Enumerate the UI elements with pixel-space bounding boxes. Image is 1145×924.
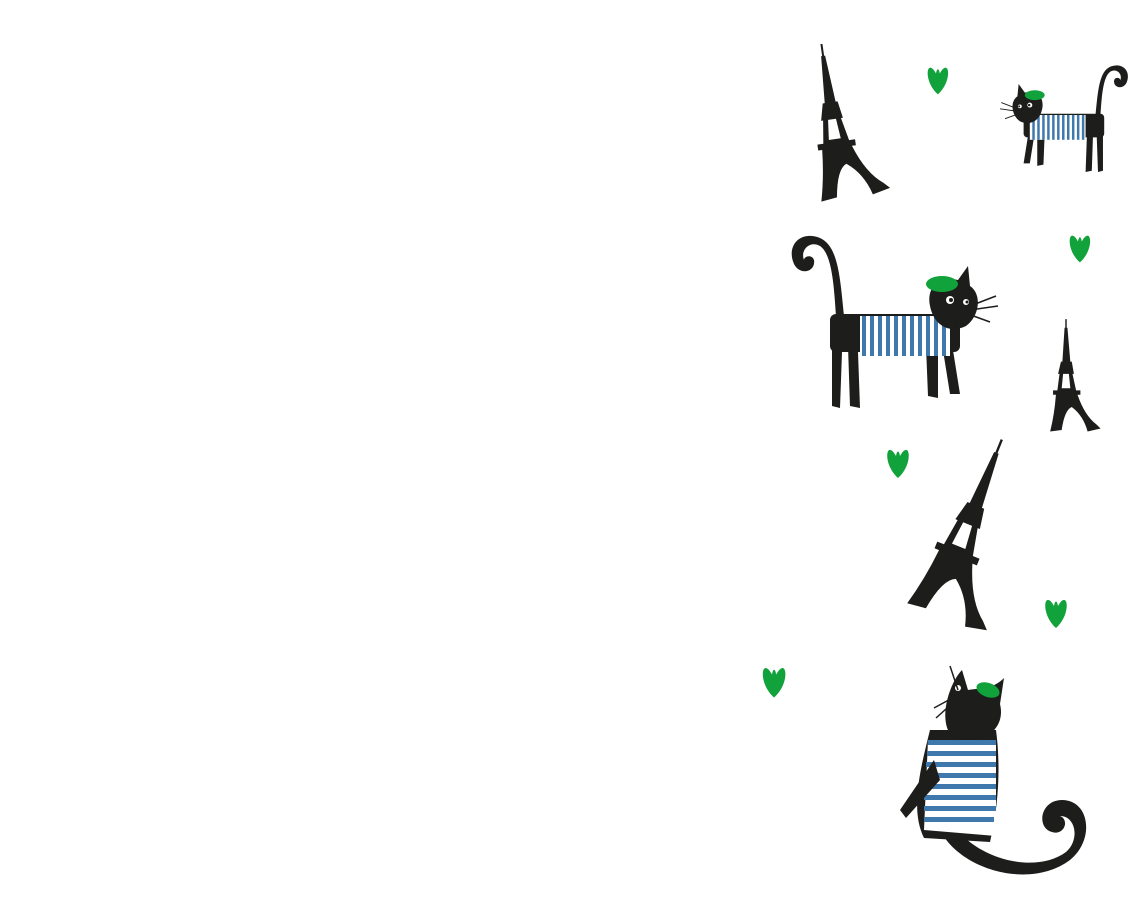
eiffel-tower-icon xyxy=(798,36,892,203)
cat-icon xyxy=(899,665,1087,876)
cat-icon xyxy=(999,64,1129,173)
heart-icon xyxy=(1069,235,1091,263)
eiffel-tower-icon xyxy=(905,428,1057,636)
heart-icon xyxy=(927,67,949,95)
eiffel-tower-icon xyxy=(1049,318,1102,433)
heart-icon xyxy=(887,449,909,478)
heart-icon xyxy=(762,668,786,698)
heart-icon xyxy=(1045,599,1067,628)
cat-icon xyxy=(790,235,999,409)
